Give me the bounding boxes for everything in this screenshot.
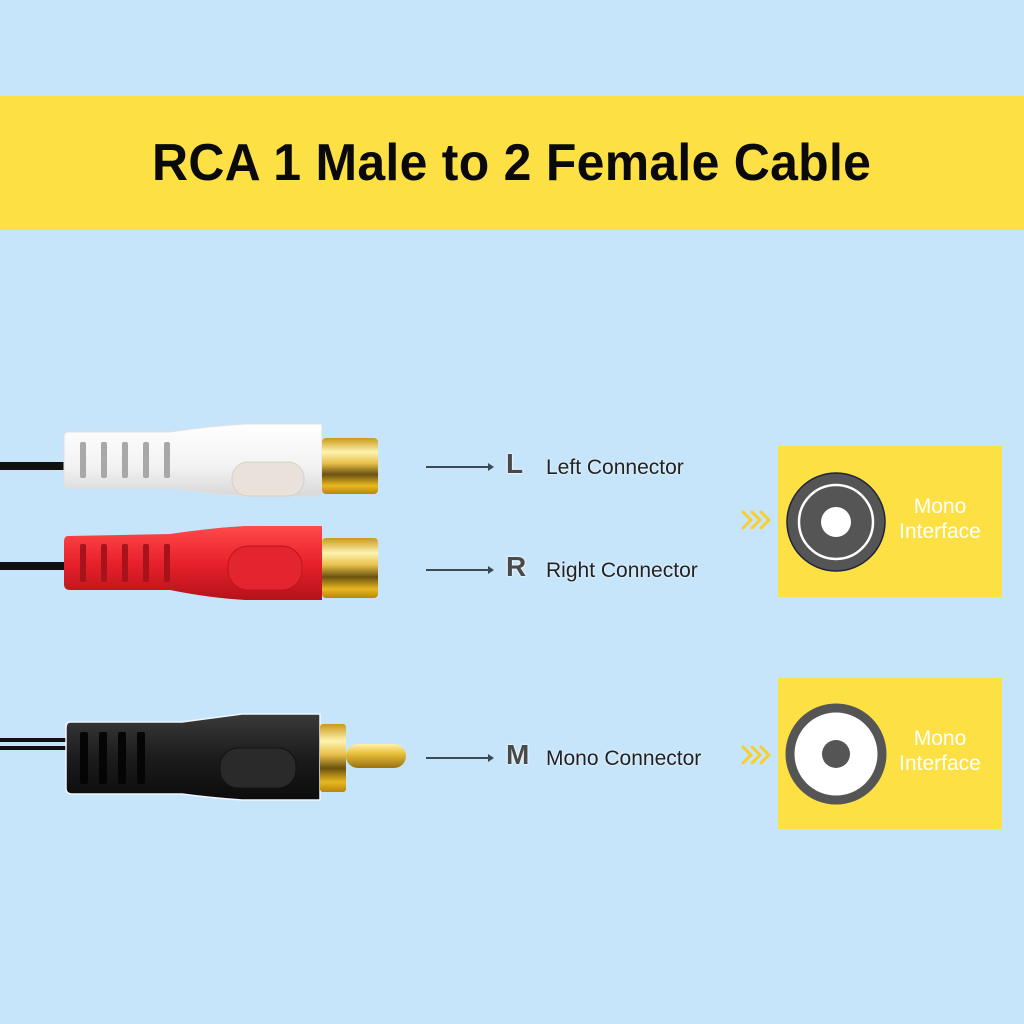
letter-r: R bbox=[506, 551, 527, 582]
interface-label: Mono Interface bbox=[899, 495, 981, 543]
cable-left bbox=[0, 462, 70, 470]
letter-l: L bbox=[506, 448, 524, 479]
female-jack-icon bbox=[786, 472, 886, 572]
title-banner: RCA 1 Male to 2 Female Cable bbox=[0, 96, 1024, 230]
mono-interface-box-male: Mono Interface bbox=[778, 678, 1002, 829]
arrow-left-connector bbox=[426, 463, 494, 471]
interface-label: Mono Interface bbox=[899, 727, 981, 775]
page-title: RCA 1 Male to 2 Female Cable bbox=[152, 134, 872, 192]
mono-interface-box-female: Mono Interface bbox=[778, 446, 1002, 597]
black-male-connector bbox=[65, 713, 406, 801]
cable-mono bbox=[0, 738, 70, 742]
white-female-connector bbox=[63, 423, 378, 497]
cable-right bbox=[0, 562, 70, 570]
arrow-right-connector bbox=[426, 566, 494, 574]
male-plug-icon bbox=[785, 703, 887, 805]
letter-m: M bbox=[506, 739, 530, 770]
label-mono-connector: Mono Connector bbox=[546, 747, 702, 770]
label-left-connector: Left Connector bbox=[546, 456, 684, 479]
arrow-mono-connector bbox=[426, 754, 494, 762]
label-right-connector: Right Connector bbox=[546, 559, 698, 582]
red-female-connector bbox=[64, 526, 378, 600]
triple-chevron-right-icon bbox=[741, 510, 771, 530]
triple-chevron-right-icon bbox=[741, 745, 771, 765]
